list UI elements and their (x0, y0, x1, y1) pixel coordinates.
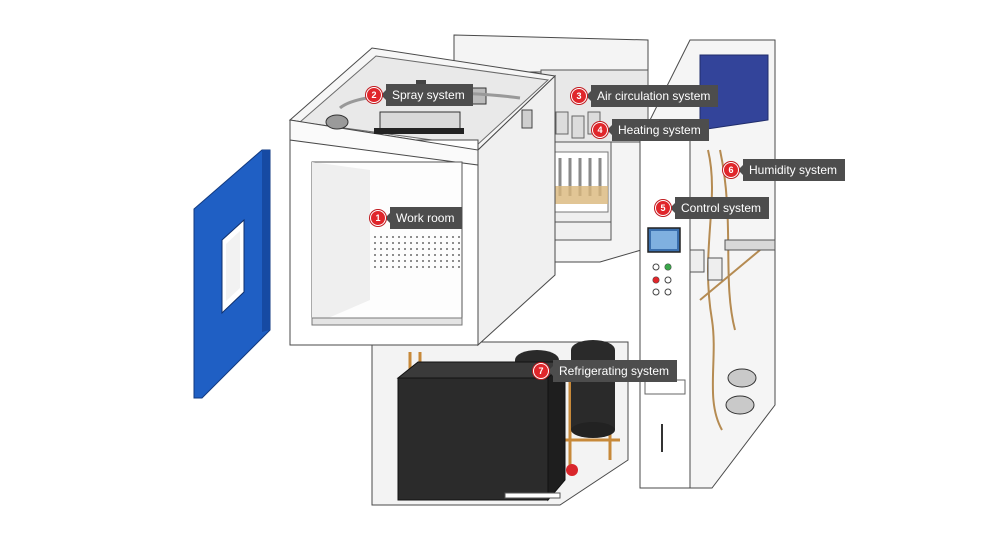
callout-number-badge: 3 (571, 88, 587, 104)
callout-label: Work room (384, 207, 463, 229)
callout-heating-system: 4 Heating system (592, 119, 709, 141)
lower-compartment (371, 340, 629, 506)
callout-air-circulation-system: 3 Air circulation system (571, 85, 719, 107)
door-panel (193, 149, 271, 399)
callout-work-room: 1 Work room (370, 207, 463, 229)
callout-humidity-system: 6 Humidity system (723, 159, 846, 181)
callout-number-badge: 6 (723, 162, 739, 178)
callout-number-badge: 1 (370, 210, 386, 226)
callout-number-badge: 4 (592, 122, 608, 138)
callout-number-badge: 7 (533, 363, 549, 379)
callout-label: Refrigerating system (547, 360, 678, 382)
control-column (639, 39, 776, 489)
callout-control-system: 5 Control system (655, 197, 770, 219)
callout-label: Heating system (607, 119, 709, 141)
callout-label: Humidity system (737, 159, 846, 181)
callout-refrigerating-system: 7 Refrigerating system (533, 360, 678, 382)
callout-number-badge: 5 (655, 200, 671, 216)
callout-spray-system: 2 Spray system (366, 84, 473, 106)
callout-label: Spray system (381, 84, 473, 106)
callout-number-badge: 2 (366, 87, 382, 103)
callout-label: Air circulation system (585, 85, 719, 107)
work-room-box (288, 47, 557, 347)
callout-label: Control system (669, 197, 770, 219)
